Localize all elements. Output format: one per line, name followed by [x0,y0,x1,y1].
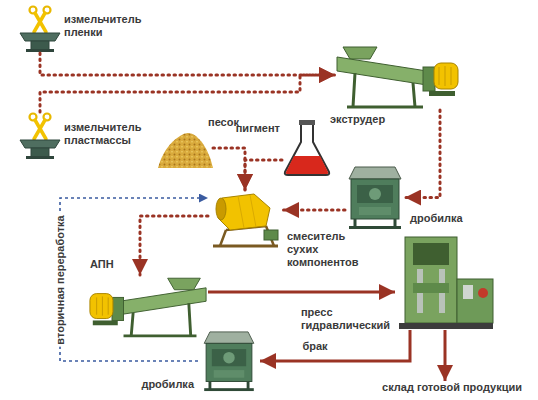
press-base [399,323,493,329]
mixer-icon [213,194,278,246]
sand-texture [158,133,213,168]
press-frame [405,237,457,323]
flow-arrow [140,216,208,275]
flask-stopper [299,120,315,125]
flow-arrow [40,53,335,75]
film-shredder: измельчитель пленки [18,5,62,53]
flask [285,124,329,175]
extruder-icon [337,47,458,107]
sand-icon [158,133,213,168]
sand-pile [158,133,213,168]
hydraulic-unit [457,279,493,323]
node-label: смеситель сухих компонентов [287,230,363,269]
flow-arrow [40,75,335,112]
flow-arrow [245,160,282,190]
press-plate [413,283,449,293]
flow-arrow [444,330,447,381]
node-label: склад готовой продукции [382,381,522,394]
crusher: дробилка [198,330,260,392]
node-label: песок [208,116,239,129]
node-label: экструдер [330,113,385,126]
hydraulic-valve [478,288,488,298]
mixer-motor [264,230,278,240]
apn-machine: АПН [88,275,208,340]
mixer-base [213,245,278,248]
connector-group [40,53,445,381]
hydraulic-gauge [463,285,473,299]
hydraulic-press: пресс гидравлический [395,235,495,330]
flow-arrow [260,330,410,361]
plastic-shredder-icon [20,114,60,160]
edge-label: вторичная переработка [54,213,67,346]
node-label: дробилка [141,378,194,391]
crusher-icon [204,332,254,391]
apn-icon [90,278,206,336]
node-label: пигмент [236,122,280,135]
flow-arrow [283,209,345,212]
mixer: смеситель сухих компонентов [208,190,283,250]
plastic-shredder: измельчитель пластмассы [18,112,62,160]
pigment-liquid [286,156,329,174]
product-store: склад готовой продукции [382,381,522,394]
node-label: измельчитель пленки [64,13,144,39]
sand: песок [158,128,213,168]
flow-arrow [405,110,440,198]
press-cylinder [413,243,449,265]
mixer-mouth [216,198,226,220]
extruder: экструдер [335,45,460,110]
crusher-icon [349,167,401,229]
crusher: дробилка [345,165,405,230]
press-icon [399,237,493,329]
pigment-icon [285,120,329,175]
drum-rib [238,195,256,228]
film-shredder-icon [20,7,60,53]
pigment: пигмент [282,118,332,176]
node-label: пресс гидравлический [301,306,390,332]
node-label: измельчитель пластмассы [64,121,144,147]
flow-arrow [60,198,208,361]
flow-arrow [208,291,395,294]
node-label: дробилка [410,212,463,225]
flow-arrow [213,148,245,190]
edge-label: брак [300,340,329,353]
node-label: АПН [90,258,114,271]
